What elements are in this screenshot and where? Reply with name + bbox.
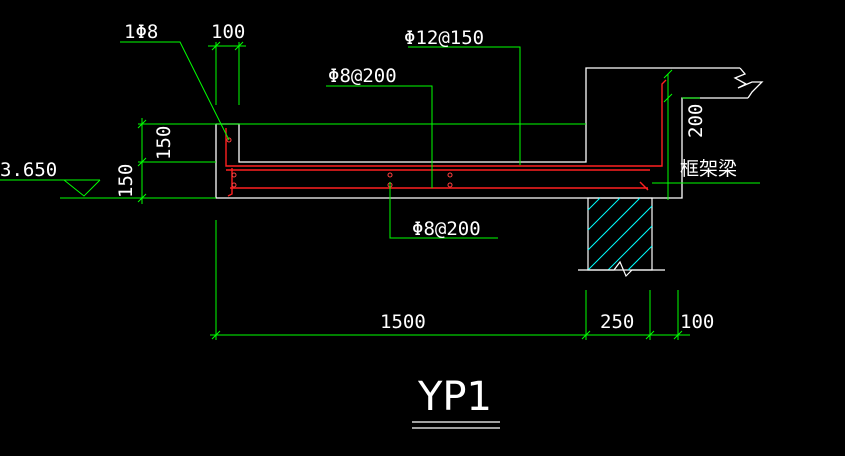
drawing-title: YP1 (417, 374, 492, 420)
main-rebar-line (227, 168, 233, 197)
top-rebar-label: 1Φ8 (124, 21, 158, 43)
edge-100-label: 100 (680, 311, 714, 333)
rebar (225, 79, 667, 197)
support-column (578, 197, 665, 278)
frame-beam-label: 框架梁 (680, 158, 737, 180)
span-1500-label: 1500 (380, 311, 426, 333)
upper-distribution-label: Φ8@200 (328, 65, 397, 87)
beam-height-200-label: 200 (685, 104, 707, 138)
main-rebar-label: Φ12@150 (404, 27, 484, 49)
thickness-150-lower-label: 150 (115, 164, 137, 198)
width-100-top-label: 100 (211, 21, 245, 43)
leader-lines (0, 41, 760, 340)
top-rebar-line (225, 79, 667, 167)
thickness-150-upper-label: 150 (153, 126, 175, 160)
elevation-label: 3.650 (0, 159, 57, 181)
lower-distribution-label: Φ8@200 (412, 218, 481, 240)
beam-width-250-label: 250 (600, 311, 634, 333)
